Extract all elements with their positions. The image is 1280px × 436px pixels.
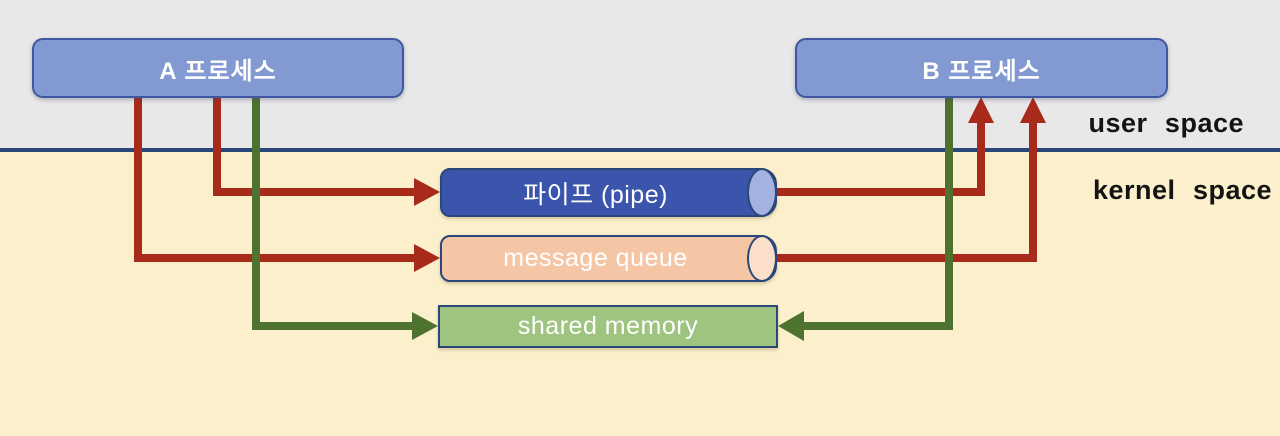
pipe-label: 파이프 (pipe) <box>523 180 668 209</box>
arrow-head-into-shm-left <box>412 312 438 340</box>
shared-memory-box: shared memory <box>438 305 778 348</box>
arrow-head-into-b-from-pipe <box>968 97 994 123</box>
user-kernel-boundary-line <box>0 148 1280 152</box>
arrow-a-to-pipe-horizontal <box>213 188 414 196</box>
pipe-cylinder-cap <box>747 168 777 217</box>
process-a-box: A 프로세스 <box>32 38 404 98</box>
arrow-head-into-mq-left <box>414 244 440 272</box>
process-b-label: B 프로세스 <box>922 57 1041 85</box>
message-queue-label: message queue <box>503 244 688 272</box>
arrow-mq-to-b-vertical <box>1029 122 1037 262</box>
arrow-a-to-shm-vertical <box>252 98 260 330</box>
pipe-cylinder: 파이프 (pipe) <box>440 168 777 217</box>
user-space-label: user space <box>1088 108 1244 138</box>
process-b-box: B 프로세스 <box>795 38 1168 98</box>
arrow-pipe-to-b-vertical <box>977 122 985 196</box>
shared-memory-label: shared memory <box>517 312 699 340</box>
message-queue-cylinder-cap <box>747 235 777 282</box>
arrow-b-to-shm-vertical <box>945 98 953 330</box>
arrow-a-to-pipe-vertical <box>213 98 221 196</box>
arrow-head-into-shm-right <box>778 311 804 341</box>
arrow-a-to-mq-vertical <box>134 98 142 262</box>
arrow-pipe-to-b-horizontal <box>777 188 985 196</box>
message-queue-cylinder: message queue <box>440 235 777 282</box>
arrow-b-to-shm-horizontal <box>804 322 953 330</box>
arrow-a-to-shm-horizontal <box>252 322 414 330</box>
arrow-head-into-pipe-left <box>414 178 440 206</box>
arrow-a-to-mq-horizontal <box>134 254 414 262</box>
kernel-space-label: kernel space <box>1092 175 1272 205</box>
arrow-mq-to-b-horizontal <box>777 254 1037 262</box>
arrow-head-into-b-from-mq <box>1020 97 1046 123</box>
process-a-label: A 프로세스 <box>159 57 277 85</box>
